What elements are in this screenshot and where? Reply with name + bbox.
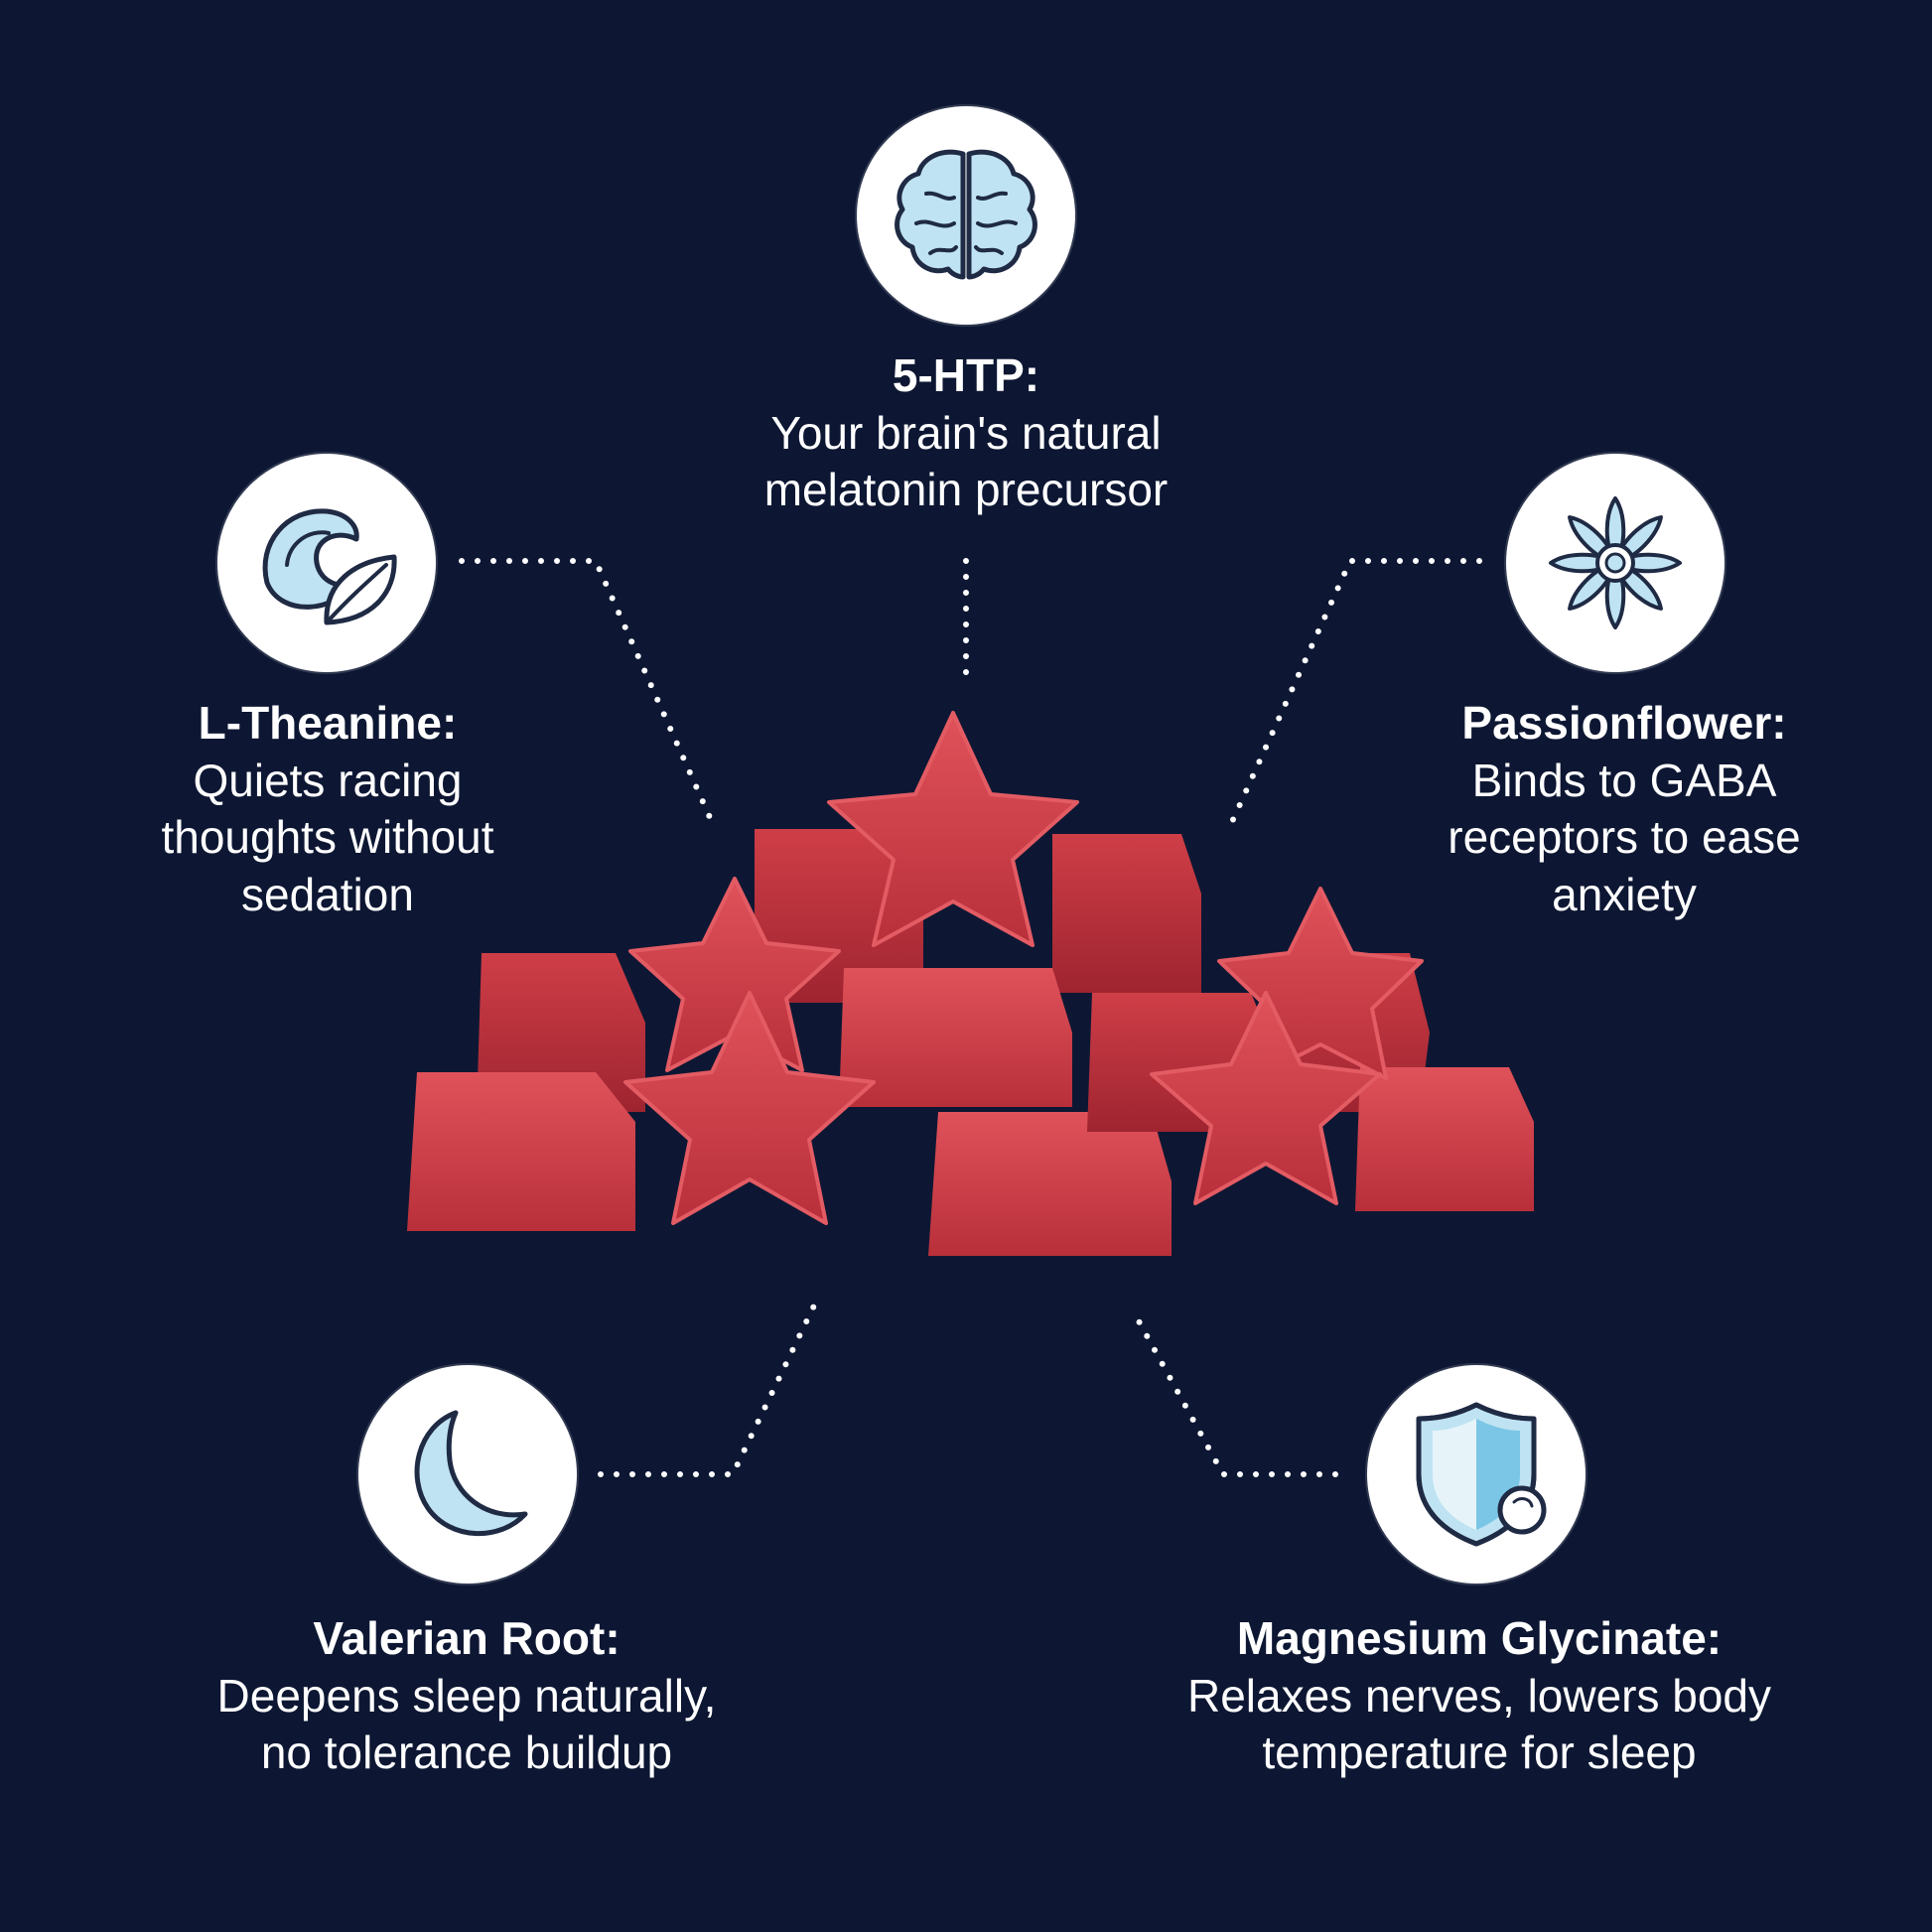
gummy-star-top bbox=[827, 711, 1079, 947]
feature-desc-line: Quiets racing bbox=[193, 754, 463, 806]
feature-desc-line: anxiety bbox=[1552, 868, 1697, 920]
connector-passion bbox=[1228, 558, 1482, 827]
connector-magnesium bbox=[1129, 1306, 1338, 1477]
feature-desc-line: Relaxes nerves, lowers body bbox=[1186, 1669, 1772, 1722]
feature-desc-line: thoughts without bbox=[161, 811, 494, 863]
feature-theanine: L-Theanine: Quiets racing thoughts witho… bbox=[79, 695, 576, 923]
feature-magnesium: Magnesium Glycinate: Relaxes nerves, low… bbox=[1102, 1610, 1857, 1782]
feature-title: Passionflower: bbox=[1461, 697, 1787, 749]
feature-desc-line: temperature for sleep bbox=[1262, 1726, 1697, 1778]
feature-desc-line: no tolerance buildup bbox=[260, 1726, 673, 1778]
gummy-star-front-left bbox=[623, 991, 876, 1225]
feature-desc-line: receptors to ease bbox=[1448, 811, 1801, 863]
feature-desc-line: sedation bbox=[241, 868, 414, 920]
wave-leaf-icon bbox=[262, 508, 397, 625]
feature-desc-line: Deepens sleep naturally, bbox=[216, 1669, 717, 1722]
feature-desc-line: melatonin precursor bbox=[763, 464, 1169, 515]
icon-circle-theanine bbox=[217, 454, 436, 672]
feature-title: 5-HTP: bbox=[892, 349, 1040, 401]
icon-circle-htp bbox=[857, 106, 1075, 325]
feature-title: Valerian Root: bbox=[313, 1612, 621, 1664]
flower-icon bbox=[1549, 496, 1682, 629]
feature-passionflower: Passionflower: Binds to GABA receptors t… bbox=[1376, 695, 1872, 923]
moon-icon bbox=[414, 1410, 528, 1536]
feature-desc-line: Binds to GABA bbox=[1471, 754, 1777, 806]
brain-icon bbox=[895, 149, 1037, 280]
gummy-stars bbox=[623, 711, 1424, 1225]
feature-title: Magnesium Glycinate: bbox=[1236, 1612, 1723, 1664]
feature-desc-line: Your brain's natural bbox=[770, 406, 1162, 459]
connector-theanine bbox=[459, 558, 716, 827]
gummy-blocks-front bbox=[407, 968, 1534, 1256]
feature-valerian: Valerian Root: Deepens sleep naturally, … bbox=[119, 1610, 814, 1782]
connector-valerian bbox=[598, 1303, 817, 1477]
feature-htp: 5-HTP: Your brain's natural melatonin pr… bbox=[668, 347, 1264, 519]
icon-circle-passionflower bbox=[1506, 454, 1725, 672]
feature-title: L-Theanine: bbox=[198, 697, 458, 749]
shield-icon bbox=[1416, 1402, 1547, 1547]
icon-circle-magnesium bbox=[1367, 1365, 1586, 1584]
icon-circle-valerian bbox=[358, 1365, 577, 1584]
gummy-star-front-right bbox=[1150, 991, 1382, 1205]
